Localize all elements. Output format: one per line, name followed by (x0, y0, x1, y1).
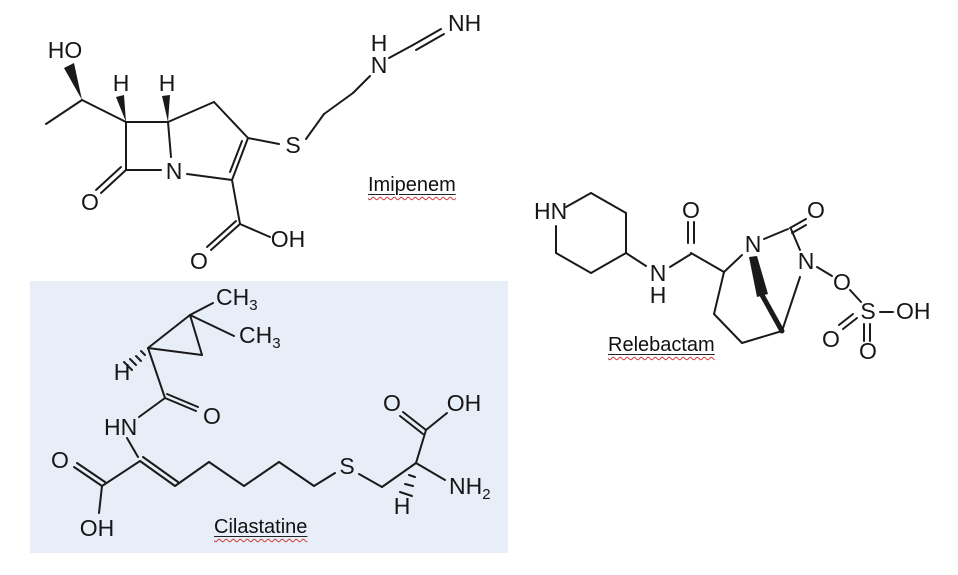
atom-label-ch3: CH3 (239, 322, 281, 352)
atom-label-nh2: NH2 (449, 473, 491, 503)
atom-label-o: O (190, 248, 208, 274)
imipenem-label-text: Imipenem (368, 174, 456, 196)
relebactam-label-squiggle: Relebactam (608, 334, 715, 356)
atom-label-h: H (650, 282, 667, 308)
atom-label-n: N (798, 248, 815, 274)
relebactam-label: Relebactam (608, 334, 715, 357)
imipenem-atom-labels: HO H H N O O OH S H N NH (48, 10, 481, 274)
imipenem-bonds (45, 28, 445, 251)
wedge-bond-h6 (116, 95, 126, 122)
cilastatine-atom-labels: CH3 CH3 H O HN O OH S O OH NH2 H (51, 284, 491, 541)
atom-label-o: O (682, 197, 700, 223)
atom-label-o: O (807, 197, 825, 223)
wedge-bond-h5 (162, 95, 170, 122)
atom-label-n: N (166, 158, 183, 184)
atom-label-o: O (859, 338, 877, 364)
atom-label-oh: OH (447, 390, 482, 416)
atom-label-ho: HO (48, 37, 83, 63)
atom-label-ch3: CH3 (216, 284, 258, 314)
atom-label-o: O (833, 269, 851, 295)
imipenem-structure: HO H H N O O OH S H N NH (45, 10, 481, 274)
atom-label-n: N (371, 52, 388, 78)
atom-label-nh: NH (448, 10, 481, 36)
atom-label-o: O (81, 189, 99, 215)
atom-label-o: O (51, 447, 69, 473)
relebactam-structure: HN N H O N O N O S O O OH (534, 192, 931, 364)
atom-label-o: O (822, 326, 840, 352)
cilastatine-structure: CH3 CH3 H O HN O OH S O OH NH2 H (51, 284, 491, 541)
cilastatine-label: Cilastatine (214, 516, 307, 539)
cilastatine-label-squiggle: Cilastatine (214, 516, 308, 538)
relebactam-label-text: Relebactam (608, 334, 715, 356)
atom-label-h: H (394, 493, 411, 519)
atom-label-hn: HN (534, 198, 567, 224)
atom-label-s: S (285, 132, 300, 158)
atom-label-o: O (383, 390, 401, 416)
atom-label-o: O (203, 403, 221, 429)
imipenem-label-squiggle: Imipenem (368, 174, 456, 196)
atom-label-h: H (114, 359, 131, 385)
atom-label-n: N (650, 260, 667, 286)
wedge-bond-bridge (749, 256, 768, 297)
atom-label-hn: HN (104, 414, 137, 440)
atom-label-n: N (745, 231, 762, 257)
atom-label-s: S (339, 453, 354, 479)
wedge-bond-oh (64, 63, 82, 100)
atom-label-oh: OH (896, 298, 931, 324)
cilastatine-highlight-box (30, 281, 508, 553)
imipenem-label: Imipenem (368, 174, 456, 197)
relebactam-bonds (555, 192, 894, 344)
atom-label-s: S (860, 298, 875, 324)
atom-label-oh: OH (80, 515, 115, 541)
atom-label-h: H (113, 70, 130, 96)
relebactam-atom-labels: HN N H O N O N O S O O OH (534, 197, 931, 364)
atom-label-h: H (371, 30, 388, 56)
cilastatine-label-text: Cilastatine (214, 516, 307, 538)
cilastatine-bonds (73, 302, 448, 514)
atom-label-h: H (159, 70, 176, 96)
atom-label-oh: OH (271, 226, 306, 252)
